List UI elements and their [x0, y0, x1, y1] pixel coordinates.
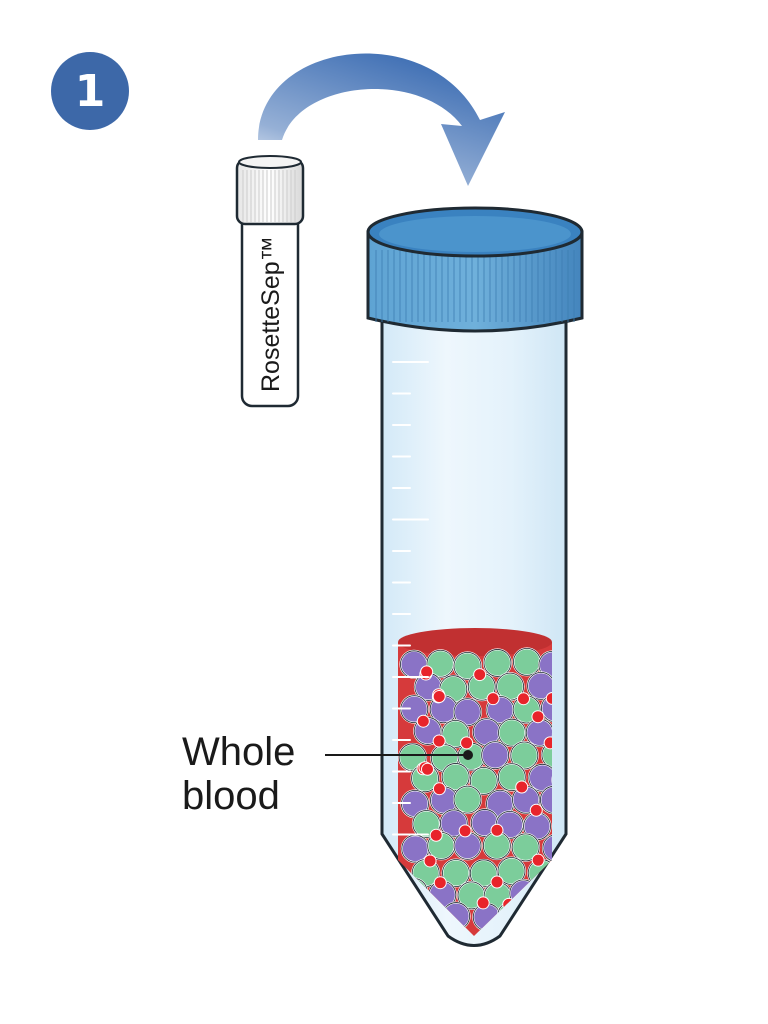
red-blood-cell — [570, 785, 582, 797]
red-blood-cell — [433, 876, 447, 890]
curved-arrow-icon — [258, 53, 505, 187]
annotation-leader — [325, 750, 473, 760]
red-blood-cell — [517, 692, 531, 706]
red-blood-cell — [476, 896, 490, 910]
step-badge: 1 — [51, 52, 129, 130]
red-blood-cell — [575, 875, 587, 887]
purple-cell — [523, 903, 552, 933]
reagent-vial-icon: RosetteSep™ — [235, 155, 305, 408]
red-blood-cell — [473, 668, 487, 682]
red-blood-cell — [432, 782, 446, 796]
red-blood-cell — [458, 824, 472, 838]
red-blood-cell — [545, 691, 552, 705]
vial-label: RosetteSep™ — [257, 236, 285, 392]
whole-blood-label-line2: blood — [182, 774, 280, 818]
red-blood-cell — [515, 780, 529, 794]
red-blood-cell — [432, 690, 446, 704]
purple-cell — [557, 904, 584, 931]
red-blood-cell — [579, 923, 591, 935]
red-blood-cell — [460, 736, 474, 750]
red-blood-cell — [416, 714, 430, 728]
graduation-marks — [392, 361, 429, 836]
red-blood-cell — [562, 852, 574, 864]
whole-blood-label: Whole blood — [182, 730, 295, 818]
step-number: 1 — [74, 66, 106, 117]
red-blood-cell — [563, 852, 575, 864]
purple-cell — [542, 880, 552, 910]
red-blood-cell — [529, 803, 543, 817]
red-blood-cell — [486, 692, 500, 706]
red-blood-cell — [517, 917, 531, 931]
red-blood-cell — [423, 854, 437, 868]
red-blood-cell — [543, 736, 552, 750]
red-blood-cell — [490, 823, 504, 837]
red-blood-cell — [575, 826, 587, 838]
red-blood-cell — [490, 875, 504, 889]
red-blood-cell — [432, 734, 446, 748]
red-blood-cell — [531, 853, 545, 867]
tube-cap — [366, 206, 584, 333]
red-blood-cell — [570, 736, 582, 748]
red-blood-cell — [429, 828, 443, 842]
red-blood-cell — [526, 896, 540, 910]
green-cell — [557, 858, 584, 885]
red-blood-cell — [531, 710, 545, 724]
whole-blood-label-line1: Whole — [182, 730, 296, 774]
conical-tube-icon — [366, 206, 591, 947]
red-blood-cell — [579, 691, 591, 703]
red-blood-cell — [420, 762, 434, 776]
